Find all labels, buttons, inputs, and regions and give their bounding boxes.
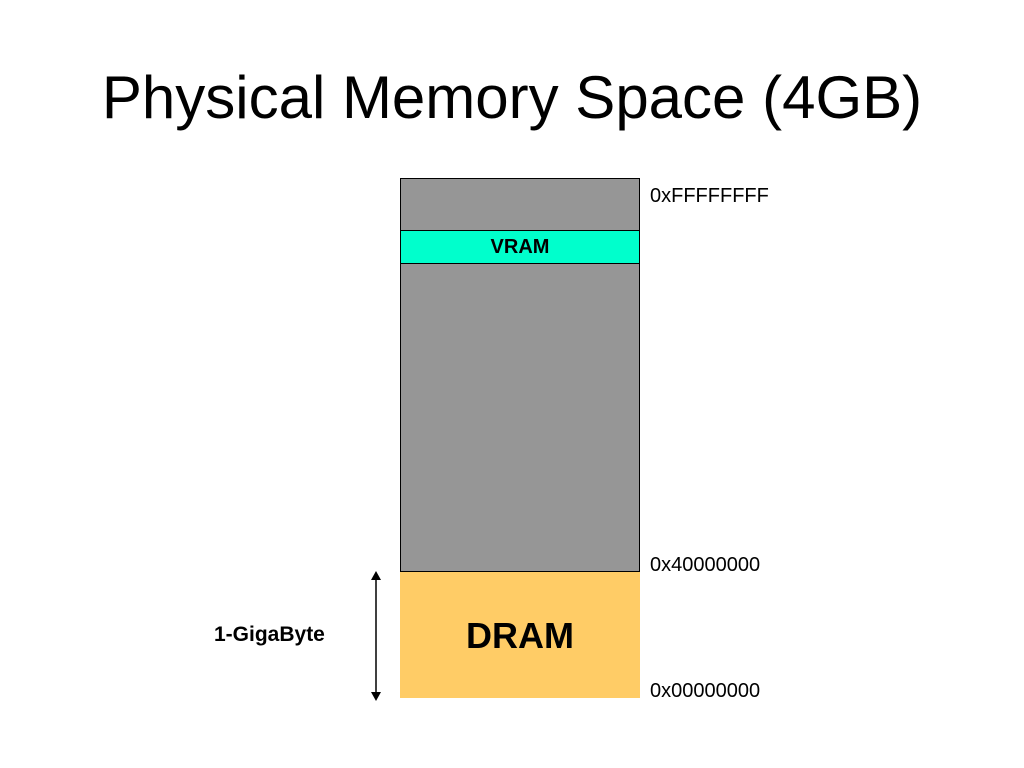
dram-size-label: 1-GigaByte: [214, 623, 325, 646]
vram-region: VRAM: [400, 230, 640, 264]
dram-region: DRAM: [400, 571, 640, 698]
address-label-dram-end: 0x40000000: [650, 554, 761, 576]
address-label-bottom: 0x00000000: [650, 680, 761, 702]
slide-title: Physical Memory Space (4GB): [101, 64, 923, 131]
double-headed-vertical-arrow-icon: [371, 571, 381, 701]
memory-address-space-column: VRAM DRAM: [400, 178, 640, 698]
address-label-top: 0xFFFFFFFF: [650, 185, 769, 207]
